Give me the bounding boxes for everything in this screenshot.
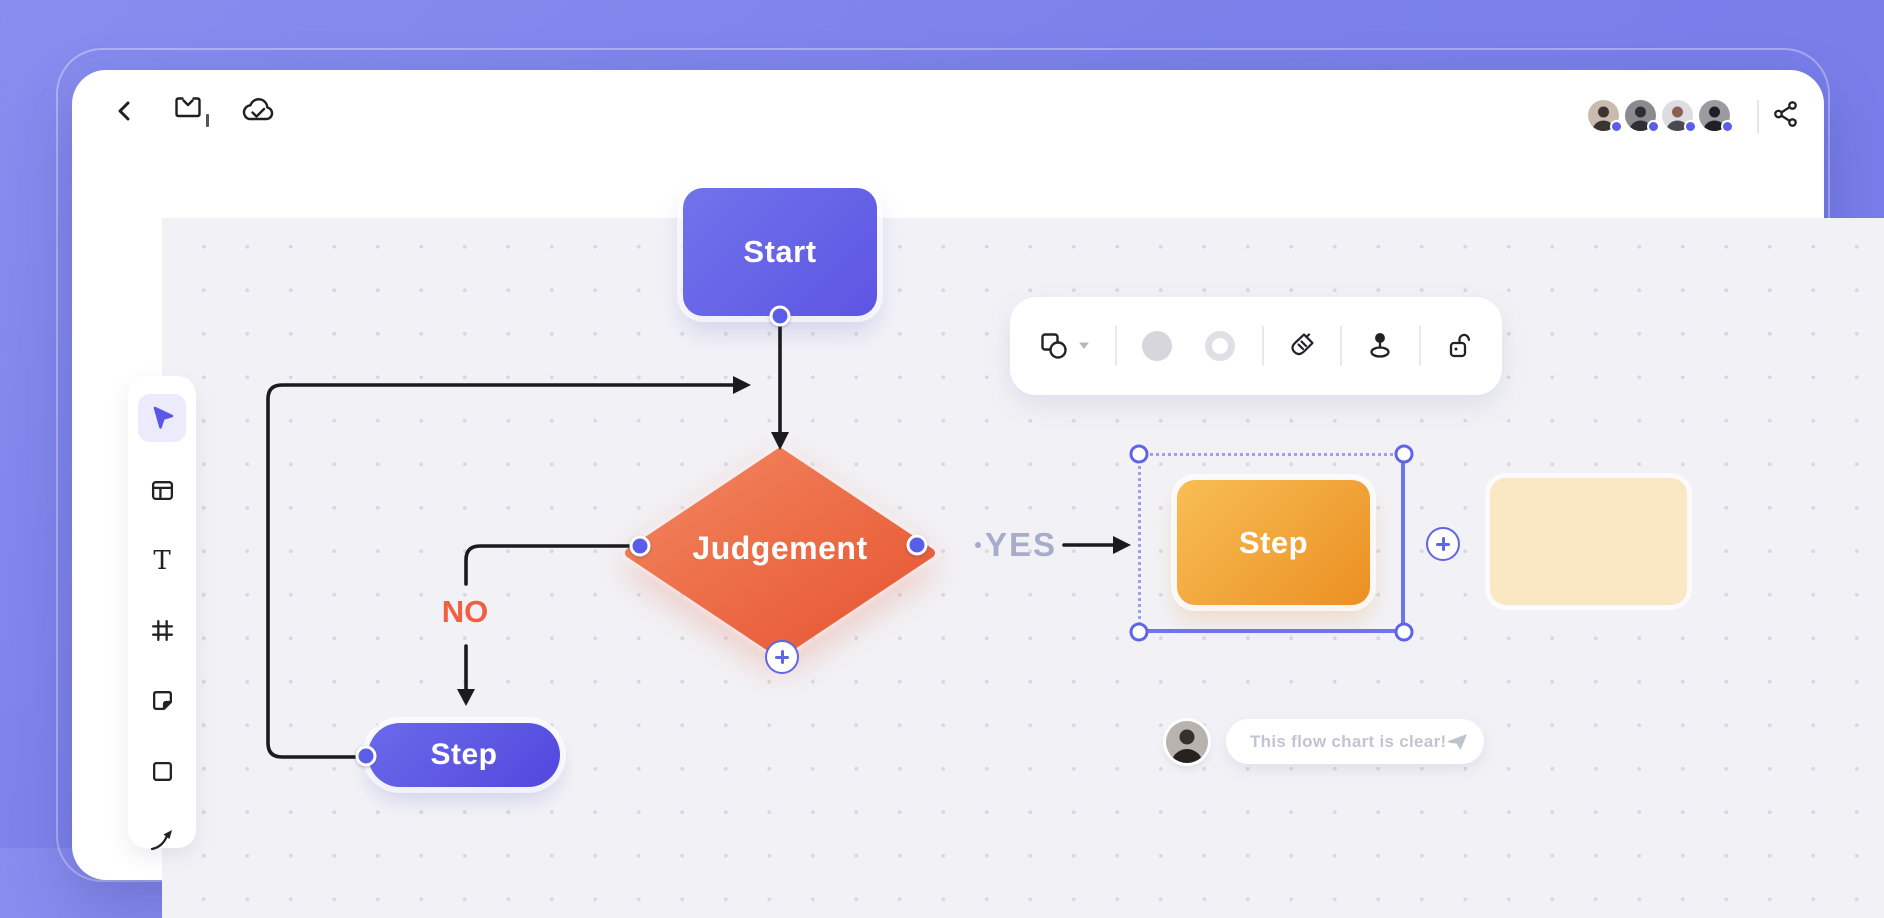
toolbar-divider <box>1419 326 1421 366</box>
node-label: Judgement <box>692 530 868 566</box>
person-avatar-icon <box>1625 100 1656 131</box>
comment-avatar <box>1166 721 1208 763</box>
comment-text: This flow chart is clear! <box>1250 731 1447 751</box>
unlock-icon <box>1449 333 1471 358</box>
toolbar-divider <box>1115 326 1117 366</box>
stroke-color-button[interactable] <box>1205 297 1235 395</box>
back-chevron-icon <box>118 101 130 121</box>
stroke-color-swatch <box>1205 331 1235 361</box>
stamp-icon <box>1370 333 1390 358</box>
comment-bubble[interactable]: This flow chart is clear! <box>1226 719 1484 764</box>
shapes-icon <box>1041 333 1067 359</box>
cloud-sync-button[interactable] <box>236 94 278 126</box>
save-board-icon <box>175 97 201 118</box>
selection-handle-top-right[interactable] <box>1394 444 1414 464</box>
topbar-divider <box>1757 100 1759 134</box>
person-avatar-icon <box>1166 721 1208 763</box>
online-status-dot <box>1649 122 1658 131</box>
online-status-dot <box>1723 122 1732 131</box>
share-icon <box>1774 101 1797 127</box>
edge-dot-yes <box>975 542 981 548</box>
save-board-button[interactable] <box>172 92 204 124</box>
online-status-dot <box>1686 122 1695 131</box>
shapes-button[interactable] <box>1034 297 1074 395</box>
frame-icon <box>151 619 173 641</box>
square-icon <box>152 761 172 781</box>
cloud-synced-icon <box>242 98 274 121</box>
connection-dot-judgement-right[interactable] <box>906 534 928 556</box>
cursor-icon <box>153 406 174 429</box>
table-icon <box>151 480 173 500</box>
node-label: Start <box>743 234 817 269</box>
tool-select[interactable] <box>138 394 186 442</box>
context-toolbar <box>1010 297 1502 395</box>
fill-color-swatch <box>1142 331 1172 361</box>
flow-node-ghost-preview[interactable] <box>1490 478 1687 605</box>
page: T <box>56 48 1884 918</box>
topbar <box>72 70 1824 148</box>
fill-color-button[interactable] <box>1142 297 1172 395</box>
flow-node-step-no[interactable]: Step <box>368 723 560 787</box>
selection-handle-bottom-left[interactable] <box>1129 622 1149 642</box>
flow-node-step-yes[interactable]: Step <box>1177 480 1370 605</box>
edge-label-yes[interactable]: YES <box>984 526 1058 563</box>
tool-frame[interactable] <box>138 606 186 654</box>
chevron-down-icon <box>1079 342 1089 349</box>
edge-label-no[interactable]: NO <box>441 594 489 629</box>
lock-button[interactable] <box>1443 297 1477 395</box>
flow-node-start[interactable]: Start <box>683 188 877 316</box>
selection-handle-bottom-right[interactable] <box>1394 622 1414 642</box>
back-button[interactable] <box>112 98 138 124</box>
text-cursor-tick <box>206 114 209 127</box>
text-icon: T <box>153 546 171 576</box>
selection-rectangle[interactable] <box>1138 453 1405 633</box>
send-comment-button[interactable] <box>1446 732 1468 752</box>
toolbar-divider <box>1340 326 1342 366</box>
tool-sidebar: T <box>128 376 196 851</box>
avatar-collaborator-2[interactable] <box>1625 100 1656 131</box>
flow-node-judgement[interactable]: Judgement <box>622 444 938 662</box>
connection-dot-start-bottom[interactable] <box>769 305 791 327</box>
connection-dot-step-left[interactable] <box>355 745 377 767</box>
add-node-button-judgement-bottom[interactable] <box>765 640 799 674</box>
share-button[interactable] <box>1770 98 1802 130</box>
toolbar-divider <box>1262 326 1264 366</box>
tool-text[interactable]: T <box>138 537 186 585</box>
tool-shape[interactable] <box>138 747 186 795</box>
format-brush-button[interactable] <box>1284 297 1318 395</box>
shapes-dropdown-button[interactable] <box>1076 297 1092 395</box>
stamp-button[interactable] <box>1363 297 1397 395</box>
app-window <box>72 70 1884 918</box>
send-icon <box>1447 733 1468 750</box>
connector-arrow-icon <box>150 830 172 851</box>
tool-connector[interactable] <box>138 816 186 864</box>
tool-sticky-note[interactable] <box>138 676 186 724</box>
paint-brush-icon <box>1291 333 1314 356</box>
add-node-button-selection-right[interactable] <box>1426 527 1460 561</box>
sticky-note-icon <box>152 690 172 710</box>
tool-table[interactable] <box>138 466 186 514</box>
node-label: Step <box>430 738 498 771</box>
online-status-dot <box>1612 122 1621 131</box>
node-label: Step <box>1238 524 1309 560</box>
selection-handle-top-left[interactable] <box>1129 444 1149 464</box>
connection-dot-judgement-left[interactable] <box>629 535 651 557</box>
